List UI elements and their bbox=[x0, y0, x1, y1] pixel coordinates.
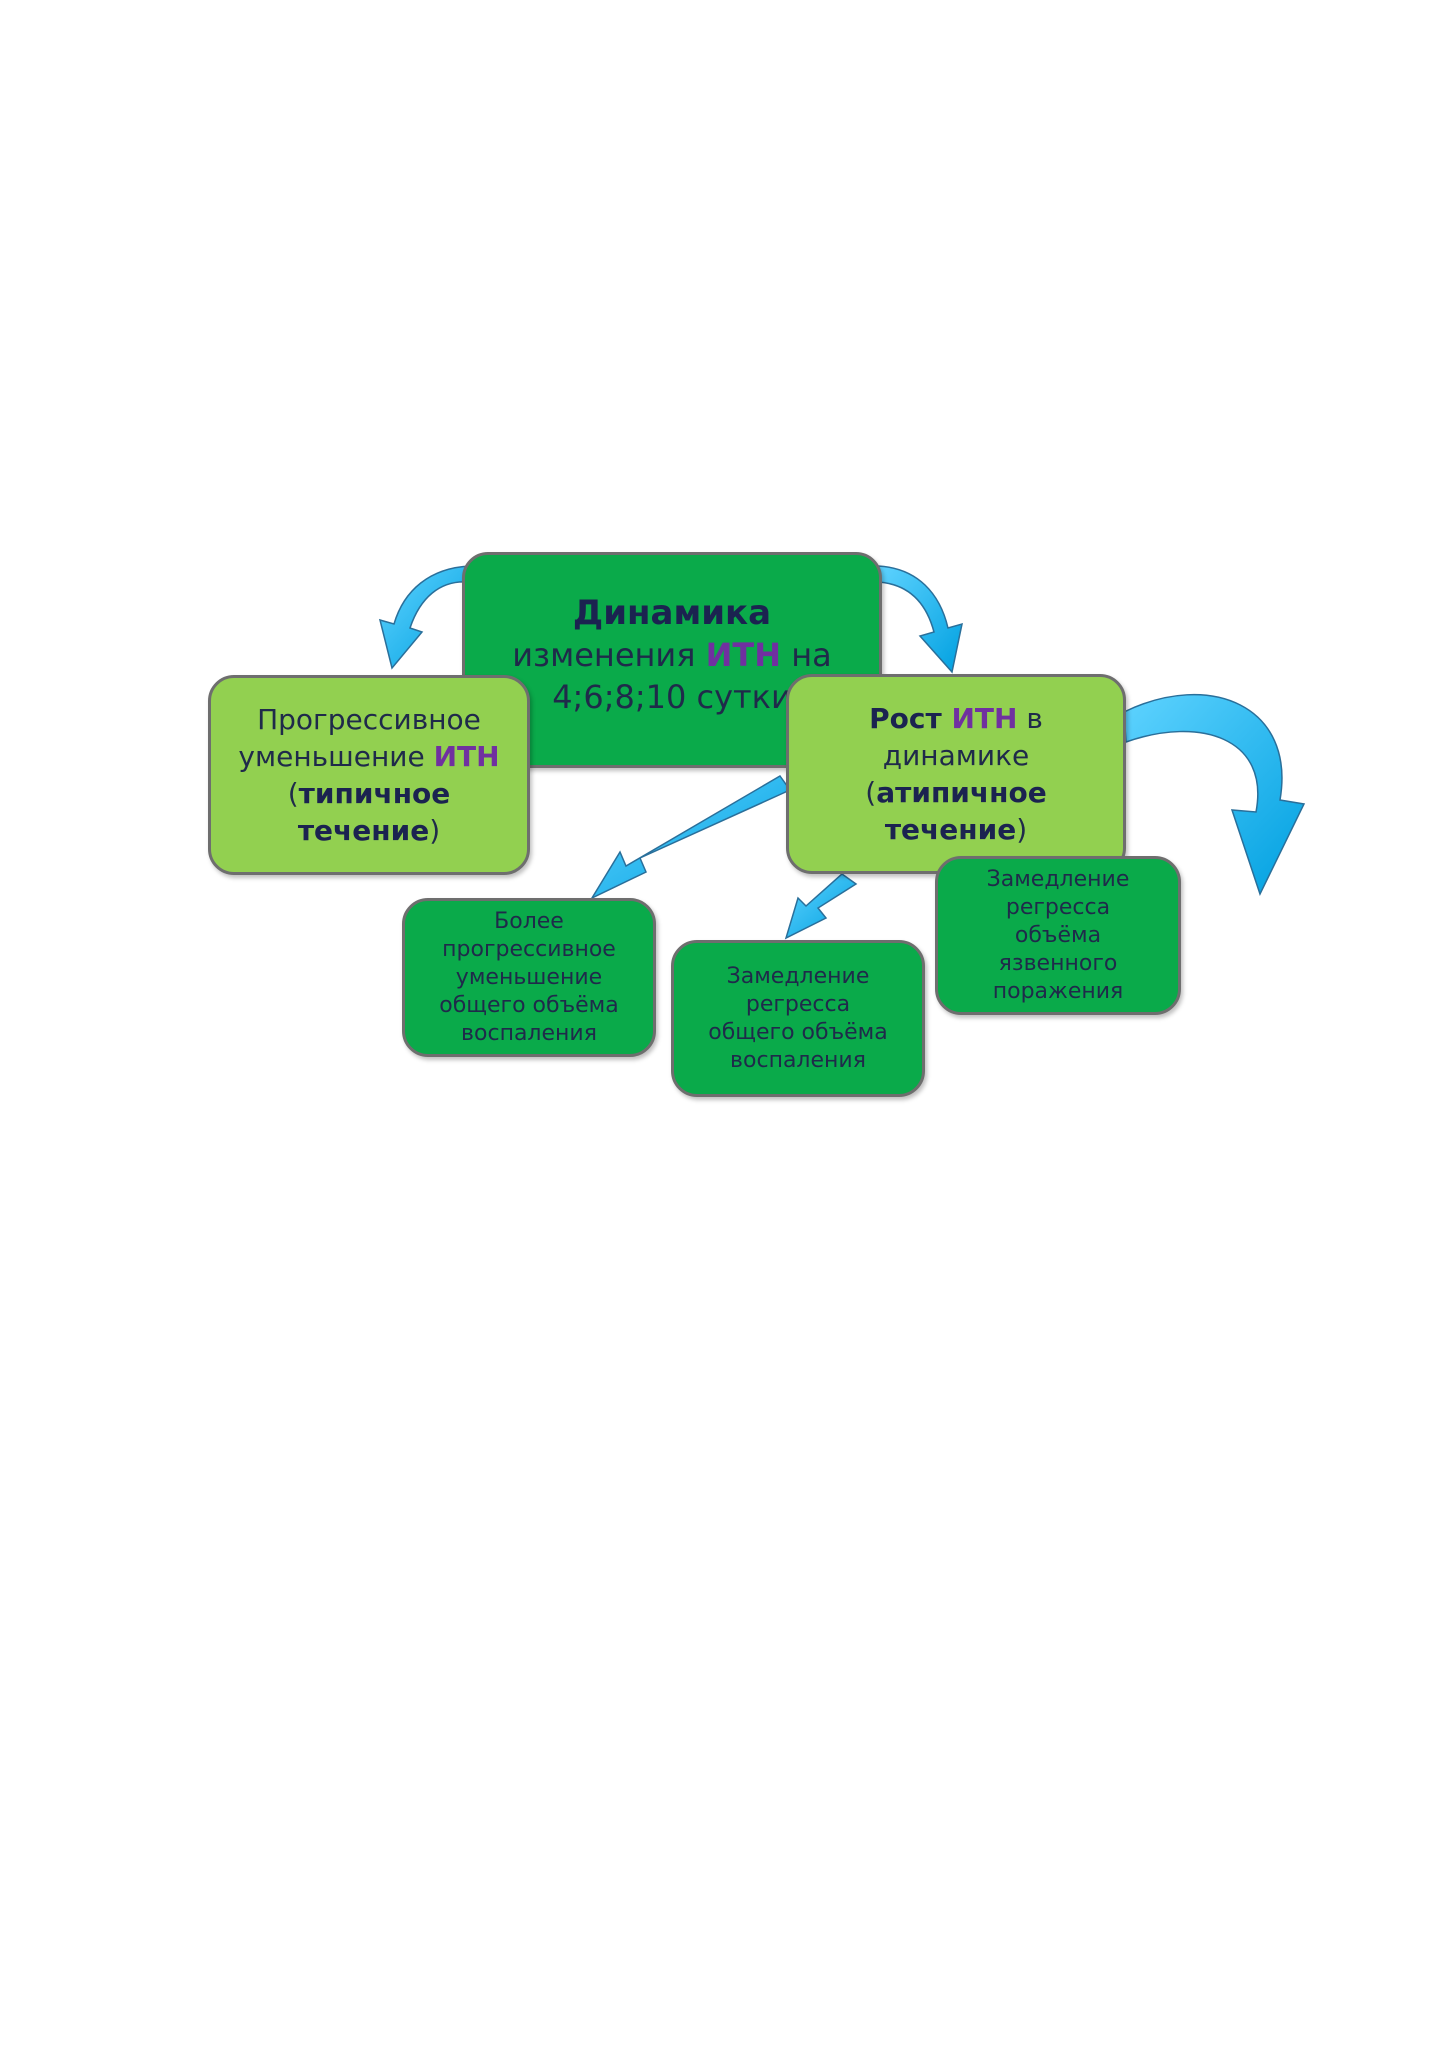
sub3-line: объёма bbox=[1014, 922, 1102, 948]
node-atypical-line2: динамике bbox=[882, 739, 1030, 772]
sub2-line: воспаления bbox=[730, 1047, 866, 1073]
node-dynamics-line3: 4;6;8;10 сутки bbox=[552, 678, 792, 716]
node-typical-line3: (типичное bbox=[288, 775, 451, 812]
node-typical-line4: течение) bbox=[298, 812, 440, 849]
itn-accent: ИТН bbox=[951, 702, 1018, 735]
node-typical-line2-prefix: уменьшение bbox=[238, 740, 434, 773]
sub2-line: Замедление bbox=[726, 963, 870, 989]
node-atypical-line1-suffix: в bbox=[1017, 702, 1043, 735]
sub1-line: прогрессивное bbox=[442, 936, 616, 962]
sub2-line: регресса bbox=[745, 991, 851, 1017]
curved-arrow-right bbox=[877, 565, 963, 674]
node-more-progressive-decrease: Более прогрессивное уменьшение общего об… bbox=[402, 898, 656, 1057]
node-typical-course: Прогрессивное уменьшение ИТН (типичное т… bbox=[208, 675, 530, 875]
node-typical-paren-close: ) bbox=[429, 814, 441, 847]
node-atypical-paren-close: ) bbox=[1016, 813, 1028, 846]
node-typical-line2: уменьшение ИТН bbox=[238, 738, 499, 775]
node-dynamics-title: Динамика bbox=[572, 593, 772, 633]
node-dynamics-line2-prefix: изменения bbox=[512, 636, 706, 674]
node-atypical-bold-3: течение bbox=[884, 813, 1017, 846]
node-atypical-line3: (атипичное bbox=[865, 774, 1046, 811]
sub3-line: регресса bbox=[1005, 894, 1111, 920]
node-atypical-line4: течение) bbox=[885, 811, 1027, 848]
sub1-line: уменьшение bbox=[455, 964, 603, 990]
sub3-line: поражения bbox=[992, 978, 1124, 1004]
node-dynamics: Динамика изменения ИТН на 4;6;8;10 сутки bbox=[462, 552, 882, 768]
node-slow-ulcer-regress: Замедление регресса объёма язвенного пор… bbox=[935, 856, 1181, 1015]
node-atypical-paren-open: ( bbox=[865, 776, 877, 809]
node-atypical-bold-1: Рост bbox=[869, 702, 952, 735]
node-atypical-bold-2: атипичное bbox=[876, 776, 1047, 809]
node-typical-paren-open: ( bbox=[287, 777, 299, 810]
node-typical-line1: Прогрессивное bbox=[257, 703, 481, 736]
node-atypical-line1: Рост ИТН в bbox=[869, 700, 1043, 737]
node-dynamics-line2: изменения ИТН на bbox=[512, 634, 831, 676]
itn-accent: ИТН bbox=[433, 740, 500, 773]
sub3-line: Замедление bbox=[986, 866, 1130, 892]
sub1-line: Более bbox=[494, 908, 564, 934]
sub1-line: воспаления bbox=[461, 1020, 597, 1046]
sub2-line: общего объёма bbox=[708, 1019, 888, 1045]
node-slow-inflammation-regress: Замедление регресса общего объёма воспал… bbox=[671, 940, 925, 1097]
sub3-line: язвенного bbox=[998, 950, 1118, 976]
node-atypical-course: Рост ИТН в динамике (атипичное течение) bbox=[786, 674, 1126, 874]
node-dynamics-line2-suffix: на bbox=[781, 636, 832, 674]
node-typical-bold-2: течение bbox=[297, 814, 430, 847]
sub1-line: общего объёма bbox=[439, 992, 619, 1018]
arrow-to-sub1 bbox=[590, 775, 792, 900]
arrow-to-sub2 bbox=[784, 873, 858, 940]
curved-arrow-left bbox=[378, 565, 471, 670]
node-typical-bold-1: типичное bbox=[298, 777, 451, 810]
itn-accent: ИТН bbox=[705, 636, 782, 674]
